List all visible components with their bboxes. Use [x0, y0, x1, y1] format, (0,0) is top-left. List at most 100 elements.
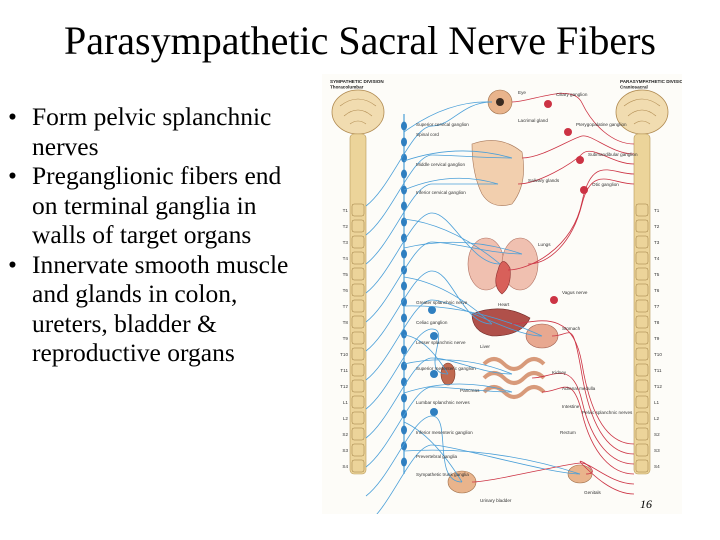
parasympathetic-fiber [531, 372, 635, 465]
sympathetic-fiber [403, 305, 543, 337]
chain-ganglion [401, 377, 407, 387]
vertebra [351, 363, 365, 377]
vertebra [635, 267, 649, 281]
sympathetic-fiber [403, 449, 581, 475]
sympathetic-fiber [403, 359, 513, 375]
left-label: Lesser splanchnic nerve [416, 340, 466, 345]
vertebra-label: T2 [654, 224, 660, 229]
center-label: Rectum [560, 430, 576, 435]
vertebra [351, 219, 365, 233]
chain-ganglion [401, 233, 407, 243]
vertebra [351, 283, 365, 297]
sympathetic-fiber [403, 150, 513, 162]
left-label: Inferior cervical ganglion [416, 190, 466, 195]
vertebra-label: T8 [343, 320, 349, 325]
vertebra [635, 203, 649, 217]
vertebra [635, 395, 649, 409]
left-label: Sympathetic trunk ganglia [416, 472, 469, 477]
right-label: Ciliary ganglion [556, 92, 588, 97]
left-brain-folds [339, 98, 377, 125]
center-label: Lacrimal gland [518, 118, 548, 123]
left-label: Superior cervical ganglion [416, 122, 469, 127]
vertebra [351, 411, 365, 425]
vertebra-label: S4 [342, 464, 348, 469]
vertebra-label: T12 [654, 384, 662, 389]
center-label: Intestine [562, 404, 580, 409]
parasympathetic-fiber [541, 386, 635, 475]
head-profile [471, 140, 524, 206]
slide-title: Parasympathetic Sacral Nerve Fibers [63, 18, 656, 63]
vertebra [351, 395, 365, 409]
sympathetic-fiber [365, 299, 543, 381]
vertebra [635, 411, 649, 425]
chain-ganglion [401, 425, 407, 435]
center-label: Lungs [538, 242, 551, 247]
left-label: Lumbar splanchnic nerves [416, 400, 470, 405]
vertebra-label: T5 [654, 272, 660, 277]
center-label: Eye [518, 90, 526, 95]
right-label: Vagus nerve [562, 290, 588, 295]
sympathetic-fiber [365, 386, 513, 468]
parasympathetic-ganglion [576, 156, 584, 164]
vertebra [635, 427, 649, 441]
center-label: Genitals [584, 490, 602, 495]
vertebra [635, 379, 649, 393]
parasympathetic-fiber [511, 320, 635, 445]
sympathetic-fiber [365, 101, 493, 207]
vertebra [635, 299, 649, 313]
chain-ganglion [401, 361, 407, 371]
parasympathetic-fiber [527, 178, 635, 265]
bullet-text: Form pelvic splanchnic nerves [32, 102, 272, 161]
slide-number: 16 [640, 497, 652, 511]
chain-ganglion [401, 409, 407, 419]
chain-ganglion [401, 297, 407, 307]
collateral-ganglion [430, 370, 438, 378]
vertebra-label: T1 [654, 208, 660, 213]
vertebra [635, 283, 649, 297]
vertebra-label: L1 [654, 400, 660, 405]
left-label: Prevertebral ganglia [416, 454, 458, 459]
vertebra-label: T2 [343, 224, 349, 229]
bullet-dot: • [8, 249, 17, 279]
chain-ganglion [401, 313, 407, 323]
vertebra-label: T6 [343, 288, 349, 293]
center-label: Adrenal medulla [562, 386, 596, 391]
chain-ganglion [401, 121, 407, 131]
vertebra-label: L2 [343, 416, 349, 421]
sympathetic-fiber [403, 177, 499, 191]
left-brain [331, 89, 385, 135]
bullet-dot: • [8, 161, 17, 190]
chain-ganglion [401, 217, 407, 227]
vertebra-label: S2 [654, 432, 660, 437]
sympathetic-fiber [365, 328, 449, 410]
sympathetic-fiber [403, 218, 501, 265]
vertebra [635, 459, 649, 473]
sympathetic-fiber [365, 183, 498, 265]
chain-ganglion [401, 201, 407, 211]
vertebra [635, 347, 649, 361]
parasympathetic-fiber [507, 169, 635, 271]
vertebra-label: T3 [343, 240, 349, 245]
chain-ganglion [401, 457, 407, 467]
parasympathetic-fiber [521, 135, 635, 159]
sympathetic-fiber [403, 101, 493, 133]
vertebra [635, 331, 649, 345]
left-label: Celiac ganglion [416, 320, 448, 325]
vertebra-label: T12 [340, 384, 348, 389]
vertebra [351, 443, 365, 457]
center-label: Salivary glands [528, 178, 560, 183]
parasympathetic-fiber [551, 332, 635, 455]
intestine-organ [482, 357, 546, 399]
parasympathetic-fiber [517, 150, 635, 185]
chain-ganglion [401, 441, 407, 451]
left-label: Superior mesenteric ganglion [416, 366, 476, 371]
sympathetic-fiber [376, 444, 581, 514]
vertebra [351, 379, 365, 393]
left-label: Inferior mesenteric ganglion [416, 430, 473, 435]
vertebra-label: S3 [654, 448, 660, 453]
bullet-text: Innervate smooth muscle and glands in co… [32, 249, 289, 368]
vertebra-label: T9 [343, 336, 349, 341]
